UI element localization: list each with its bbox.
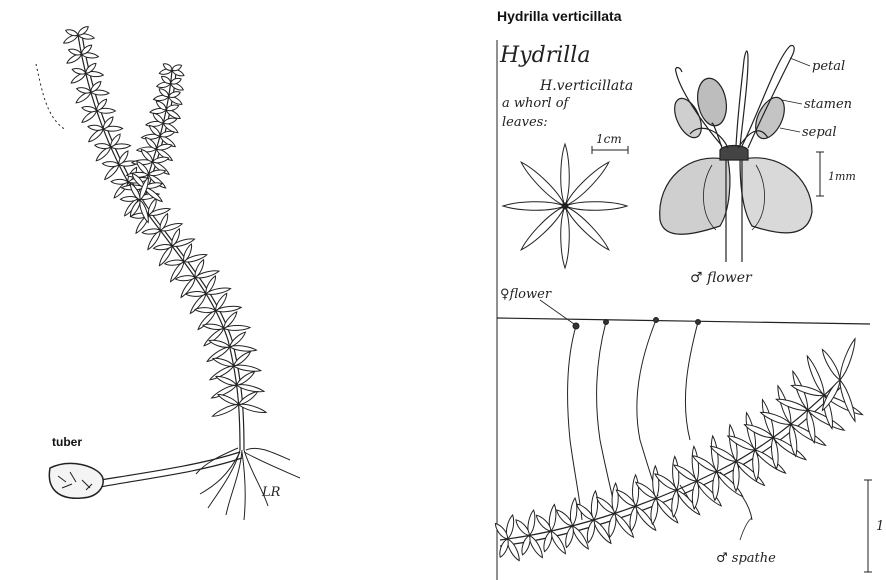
species-handwritten: H.verticillata <box>539 78 633 94</box>
leaf <box>607 513 618 538</box>
leaf-whorl-diagram <box>503 144 627 268</box>
spathe-label: ♂ spathe <box>716 551 776 566</box>
leaf <box>561 144 570 206</box>
whorl-node <box>562 203 568 209</box>
leaf <box>212 356 234 368</box>
leaf <box>148 169 166 177</box>
stamen-label: stamen <box>804 97 852 112</box>
sepal-label: sepal <box>802 125 837 140</box>
leaf <box>217 392 240 406</box>
leaf <box>111 179 128 184</box>
leaf <box>215 374 238 387</box>
scale-bottom-label: 1 <box>876 519 884 534</box>
leaf <box>565 202 627 211</box>
scale-bar-1cm <box>592 146 628 154</box>
leaf <box>733 461 739 491</box>
leaf <box>837 338 858 381</box>
spathe-leader <box>740 518 752 540</box>
leaf <box>497 538 510 559</box>
roots <box>196 448 300 520</box>
leaf <box>208 338 230 349</box>
rhizome <box>100 452 240 480</box>
whorl-caption-2: leaves: <box>502 115 548 130</box>
leaf <box>152 156 169 164</box>
female-flower-label: ♀flower <box>500 287 552 302</box>
whorl-caption-1: a whorl of <box>502 96 571 111</box>
leaf <box>503 202 565 211</box>
rhizome-outline <box>100 458 242 487</box>
leaf <box>712 471 720 500</box>
scale-bar-1mm <box>816 152 824 196</box>
leaf <box>203 323 225 331</box>
leaf <box>237 390 259 407</box>
leaf <box>564 525 576 548</box>
leaf <box>585 519 596 543</box>
male-flower-label: ♂ flower <box>690 270 753 286</box>
leaf <box>542 530 554 552</box>
leaf <box>95 143 111 150</box>
leader-line <box>36 64 66 130</box>
male-flower-drawing <box>660 45 812 262</box>
leaf <box>520 534 533 555</box>
scale-1mm-label: 1mm <box>828 170 856 183</box>
tuber-shape <box>49 463 103 498</box>
leaf <box>561 206 570 268</box>
leaf <box>195 307 216 313</box>
right-figure-drawing <box>493 40 872 580</box>
genus-handwritten: Hydrilla <box>499 43 590 68</box>
scale-1cm-label: 1cm <box>596 132 622 146</box>
figure-title: Hydrilla verticillata <box>497 8 622 24</box>
artist-initials: LR <box>261 485 281 500</box>
leaf <box>102 161 119 167</box>
leaf <box>820 348 843 382</box>
part-leaders <box>780 58 810 132</box>
petal-label: petal <box>812 59 845 74</box>
submerged-leaves <box>493 338 864 563</box>
tuber-label: tuber <box>52 435 82 449</box>
water-surface-line <box>497 318 870 324</box>
